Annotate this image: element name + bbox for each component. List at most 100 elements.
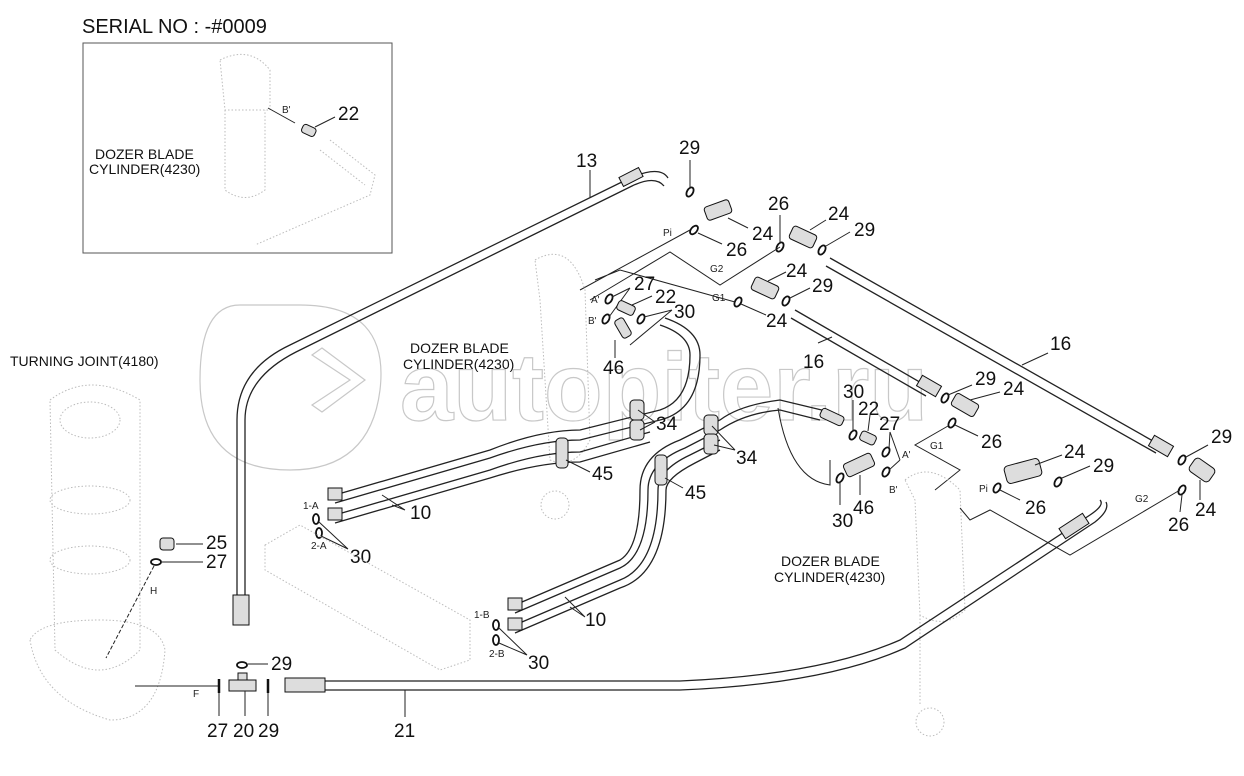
oring-27-h [150, 558, 162, 566]
clamp-34-b1 [703, 414, 719, 436]
oring-30-mid [848, 429, 858, 441]
oring-29-far-right [1177, 454, 1187, 466]
callout-46-a[interactable]: 46 [603, 358, 624, 379]
oring-29-mid [940, 392, 950, 404]
callout-34-a[interactable]: 34 [656, 414, 678, 435]
callout-16-a[interactable]: 16 [803, 352, 824, 373]
clamp-34-a2 [629, 419, 645, 441]
elbow-24-g1 [750, 276, 780, 300]
hose-16-long[interactable] [825, 257, 1175, 458]
callout-26-e[interactable]: 26 [1168, 515, 1189, 536]
turning-joint-ghost: TURNING JOINT(4180) [10, 353, 166, 721]
callout-20[interactable]: 20 [233, 721, 254, 742]
callout-22-a[interactable]: 22 [655, 287, 676, 308]
port-h: H [150, 586, 157, 597]
callout-30-c[interactable]: 30 [832, 511, 853, 532]
inset-fitting-22 [301, 123, 317, 138]
port-pi-right: Pi [979, 484, 988, 495]
callout-10-a[interactable]: 10 [410, 503, 431, 524]
inset-hose-ghost [254, 139, 376, 246]
callout-29-e[interactable]: 29 [1093, 456, 1114, 477]
callout-27-d[interactable]: 27 [207, 721, 228, 742]
serial-number: SERIAL NO : -#0009 [82, 16, 267, 38]
callout-29-g[interactable]: 29 [271, 654, 292, 675]
hose-21-left-fitting [284, 677, 326, 693]
oring-27-b [601, 313, 611, 325]
port-1b: 1-B [474, 610, 490, 621]
callout-27-a[interactable]: 27 [634, 274, 655, 295]
port-pi-upper: Pi [663, 228, 672, 239]
callout-25[interactable]: 25 [206, 533, 227, 554]
oring-27-b-mid [881, 466, 891, 478]
oring-30-1a [312, 513, 320, 525]
callout-29-h[interactable]: 29 [258, 721, 279, 742]
right-cylinder-caption-1: DOZER BLADE [781, 553, 880, 569]
elbow-24-top [703, 199, 733, 221]
connector-22-mid [859, 430, 877, 446]
hose-21[interactable] [284, 499, 1108, 693]
hose-10-end-1b [507, 597, 523, 611]
callout-26-d[interactable]: 26 [1025, 498, 1046, 519]
hose-10-end-2b [507, 617, 523, 631]
hose-10-group-b[interactable] [507, 399, 831, 634]
oring-29-right [1053, 476, 1063, 488]
tee-20 [228, 672, 257, 692]
hose-10-group-a[interactable] [327, 317, 701, 524]
callout-24-c[interactable]: 24 [786, 261, 808, 282]
port-g1-mid: G1 [930, 441, 944, 452]
hose-16-short[interactable] [790, 309, 943, 398]
callout-22-inset[interactable]: 22 [338, 104, 359, 125]
port-b-upper: B' [588, 316, 597, 327]
callout-22-b[interactable]: 22 [858, 399, 879, 420]
callout-30-a[interactable]: 30 [674, 302, 695, 323]
callout-30-b[interactable]: 30 [843, 382, 864, 403]
callout-24-e[interactable]: 24 [1003, 379, 1025, 400]
callout-30-d[interactable]: 30 [350, 547, 371, 568]
callout-45-b[interactable]: 45 [685, 483, 706, 504]
connector-22-upper [616, 300, 636, 316]
callout-26-c[interactable]: 26 [981, 432, 1002, 453]
port-2b: 2-B [489, 649, 505, 660]
callout-26-a[interactable]: 26 [726, 240, 747, 261]
callout-27-b[interactable]: 27 [879, 414, 900, 435]
callout-24-f[interactable]: 24 [1064, 442, 1086, 463]
callout-27-c[interactable]: 27 [206, 552, 227, 573]
inset-port-leader [267, 107, 296, 124]
callout-46-b[interactable]: 46 [853, 498, 874, 519]
mid-cylinder-caption-2: CYLINDER(4230) [403, 356, 514, 372]
callout-24-b[interactable]: 24 [828, 204, 850, 225]
callout-16-b[interactable]: 16 [1050, 334, 1071, 355]
hose-10-end-2a [327, 507, 343, 521]
callout-29-top[interactable]: 29 [679, 138, 700, 159]
callout-24-d[interactable]: 24 [766, 311, 788, 332]
callout-24-g[interactable]: 24 [1195, 500, 1217, 521]
callout-13[interactable]: 13 [576, 151, 597, 172]
oring-30-2b [492, 634, 500, 646]
callout-45-a[interactable]: 45 [592, 464, 613, 485]
port-f: F [193, 689, 199, 700]
right-cylinder-ghost [904, 471, 966, 622]
callout-30-e[interactable]: 30 [528, 653, 549, 674]
callout-24-a[interactable]: 24 [752, 224, 774, 245]
hose-13[interactable] [232, 166, 669, 626]
oring-29-tee [236, 661, 248, 669]
callout-29-d[interactable]: 29 [975, 369, 996, 390]
callout-29-c[interactable]: 29 [812, 276, 833, 297]
callout-26-b[interactable]: 26 [768, 194, 789, 215]
dozer-frame-ghost [264, 524, 471, 671]
port-a-upper: A' [591, 295, 600, 306]
inset-caption-line1: DOZER BLADE [95, 146, 194, 162]
callout-29-f[interactable]: 29 [1211, 427, 1232, 448]
inset-leader-22 [314, 116, 336, 128]
oring-29-g2 [817, 244, 827, 256]
elbow-24-g2 [788, 225, 818, 249]
oring-30-2a [315, 527, 323, 539]
callout-21[interactable]: 21 [394, 721, 415, 742]
callout-29-b[interactable]: 29 [854, 220, 875, 241]
callout-10-b[interactable]: 10 [585, 610, 606, 631]
oring-30-lower [835, 472, 845, 484]
port-2a: 2-A [311, 541, 327, 552]
callout-34-b[interactable]: 34 [736, 448, 758, 469]
port-b-mid: B' [889, 485, 898, 496]
